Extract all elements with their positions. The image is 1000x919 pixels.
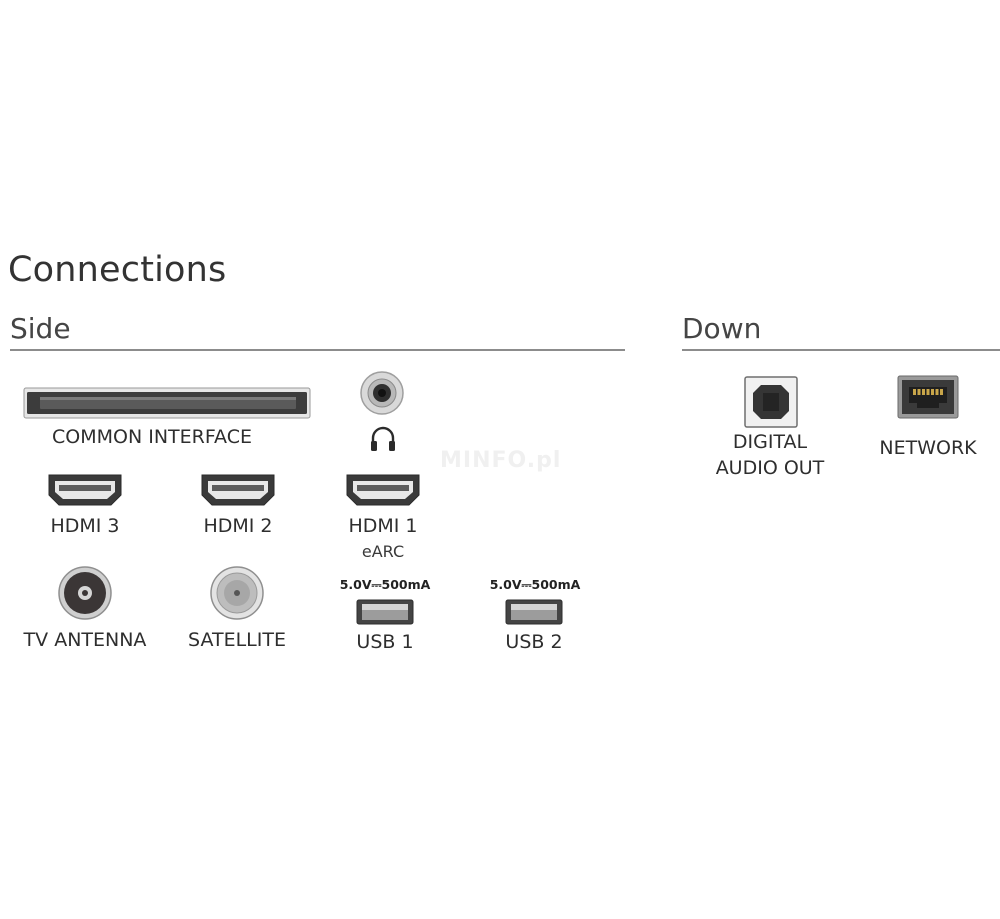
watermark: MINFO.pl [440,448,562,473]
satellite-label: SATELLITE [188,629,286,651]
hdmi1-label: HDMI 1 [348,515,418,537]
hdmi1-earc-label: eARC [361,542,405,561]
hdmi2-label: HDMI 2 [203,515,273,537]
hdmi3-label: HDMI 3 [50,515,120,537]
usb2-power-spec: 5.0V⎓500mA [489,577,581,592]
page-title: Connections [8,250,227,290]
usb1-power-spec: 5.0V⎓500mA [339,577,431,592]
section-label-down: Down [682,312,762,345]
audio-jack-icon [359,370,405,416]
section-rule-down [682,349,1000,351]
hdmi1-port-icon [345,473,421,507]
satellite-port-icon [209,565,265,621]
hdmi2-port-icon [200,473,276,507]
usb2-port-icon [505,599,563,625]
common-interface-slot-icon [23,387,311,419]
usb1-port-icon [356,599,414,625]
headphone-icon [369,424,397,454]
section-label-side: Side [10,312,71,345]
common-interface-label: COMMON INTERFACE [52,426,252,448]
usb1-label: USB 1 [356,631,414,653]
hdmi3-port-icon [47,473,123,507]
optical-audio-port-icon [744,376,798,428]
network-port-icon [897,375,959,419]
section-rule-side [10,349,625,351]
usb2-label: USB 2 [505,631,563,653]
tv-antenna-port-icon [57,565,113,621]
digital-audio-out-label-line2: AUDIO OUT [715,457,825,479]
network-label: NETWORK [879,437,977,459]
tv-antenna-label: TV ANTENNA [23,629,147,651]
digital-audio-out-label-line1: DIGITAL [732,431,808,453]
